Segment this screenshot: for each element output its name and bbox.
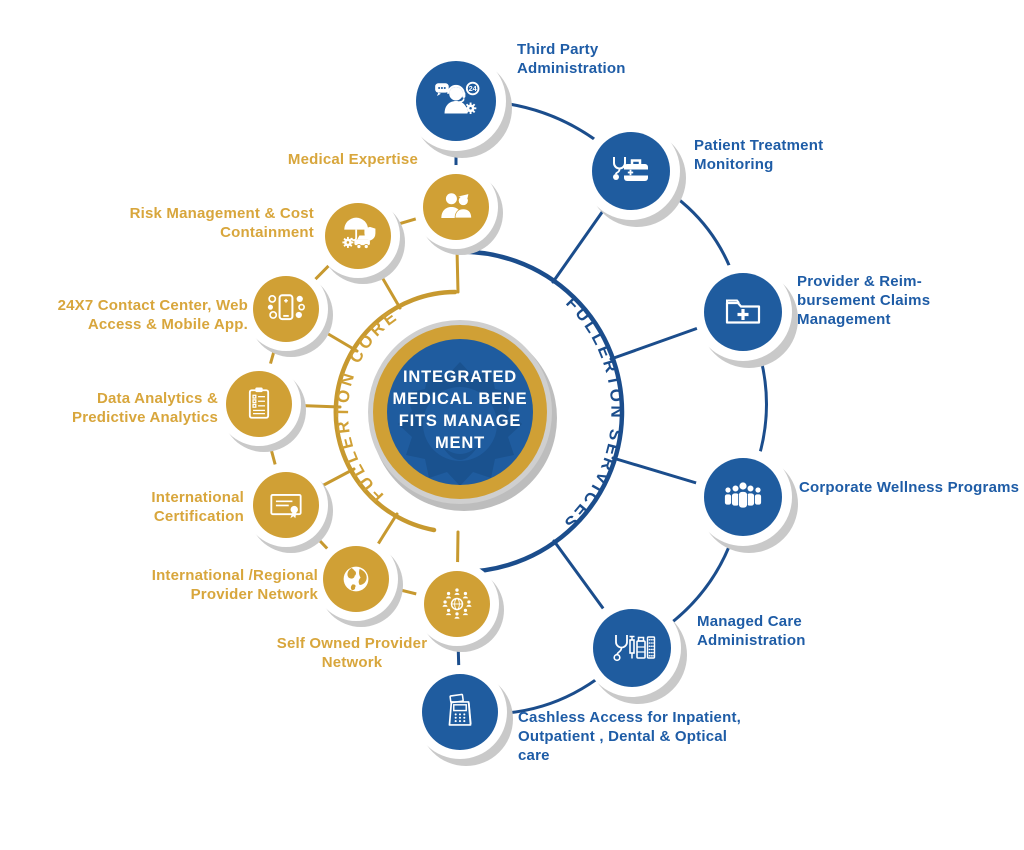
hub: INTEGRATED MEDICAL BENE FITS MANAGE MENT [368, 320, 557, 511]
node-patient-treatment [582, 122, 680, 220]
label-self-owned-provider: Self Owned Provider Network [276, 635, 428, 672]
label-risk-management: Risk Management & Cost Containment [129, 205, 314, 242]
label-corporate-wellness: Corporate Wellness Programs [799, 479, 1020, 496]
doctor-nurse-icon [441, 193, 472, 219]
label-patient-treatment: Patient Treatment Monitoring [694, 137, 824, 174]
node-medical-expertise [414, 165, 498, 249]
certificate-icon [270, 494, 302, 519]
globe-icon [343, 566, 369, 592]
node-third-party-admin: 24 [406, 51, 506, 151]
node-intl-provider [314, 537, 398, 621]
services-arc-label: FULLERTON SERVICES [559, 293, 627, 534]
label-intl-certification: International Certification [151, 489, 244, 526]
mobile-app-icon [267, 294, 305, 321]
svg-text:24: 24 [469, 84, 478, 93]
svg-text:FITS MANAGE: FITS MANAGE [399, 412, 521, 430]
node-risk-management [316, 194, 400, 278]
node-corporate-wellness [694, 448, 792, 546]
svg-text:MENT: MENT [435, 434, 485, 452]
medical-bag-icon [613, 157, 648, 181]
medical-folder-icon [725, 299, 761, 324]
pos-terminal-icon [448, 693, 472, 726]
clipboard-checklist-icon [248, 387, 270, 419]
label-medical-expertise: Medical Expertise [287, 151, 418, 168]
hub-title: INTEGRATED MEDICAL BENE FITS MANAGE MENT [393, 368, 528, 452]
label-cashless-access: Cashless Access for Inpatient, Outpatien… [518, 709, 742, 765]
label-third-party-admin: Third Party Administration [517, 41, 626, 78]
label-intl-provider: International /Regional Provider Network [151, 567, 318, 604]
svg-text:MEDICAL BENE: MEDICAL BENE [393, 390, 528, 408]
support-agent-icon: 24 [435, 81, 480, 115]
node-managed-care [583, 599, 681, 697]
label-contact-center: 24X7 Contact Center, Web Access & Mobile… [57, 297, 248, 334]
services-ring-arc [443, 249, 625, 574]
core-ring-arc [333, 289, 458, 533]
node-provider-claims [694, 263, 792, 361]
medicine-tools-icon [613, 635, 656, 662]
label-managed-care: Managed Care Administration [697, 613, 806, 650]
node-contact-center [244, 267, 328, 351]
node-cashless-access [413, 665, 507, 759]
people-group-icon [724, 481, 762, 509]
hub-lion-watermark [398, 362, 522, 485]
node-data-analytics [217, 362, 301, 446]
people-network-icon [442, 588, 472, 619]
umbrella-car-shield-icon [342, 217, 376, 250]
label-data-analytics: Data Analytics & Predictive Analytics [71, 390, 218, 427]
svg-text:INTEGRATED: INTEGRATED [403, 368, 517, 386]
label-provider-claims: Provider & Reim- bursement Claims Manage… [797, 273, 931, 329]
node-intl-certification [244, 463, 328, 547]
node-self-owned-provider [415, 562, 499, 646]
